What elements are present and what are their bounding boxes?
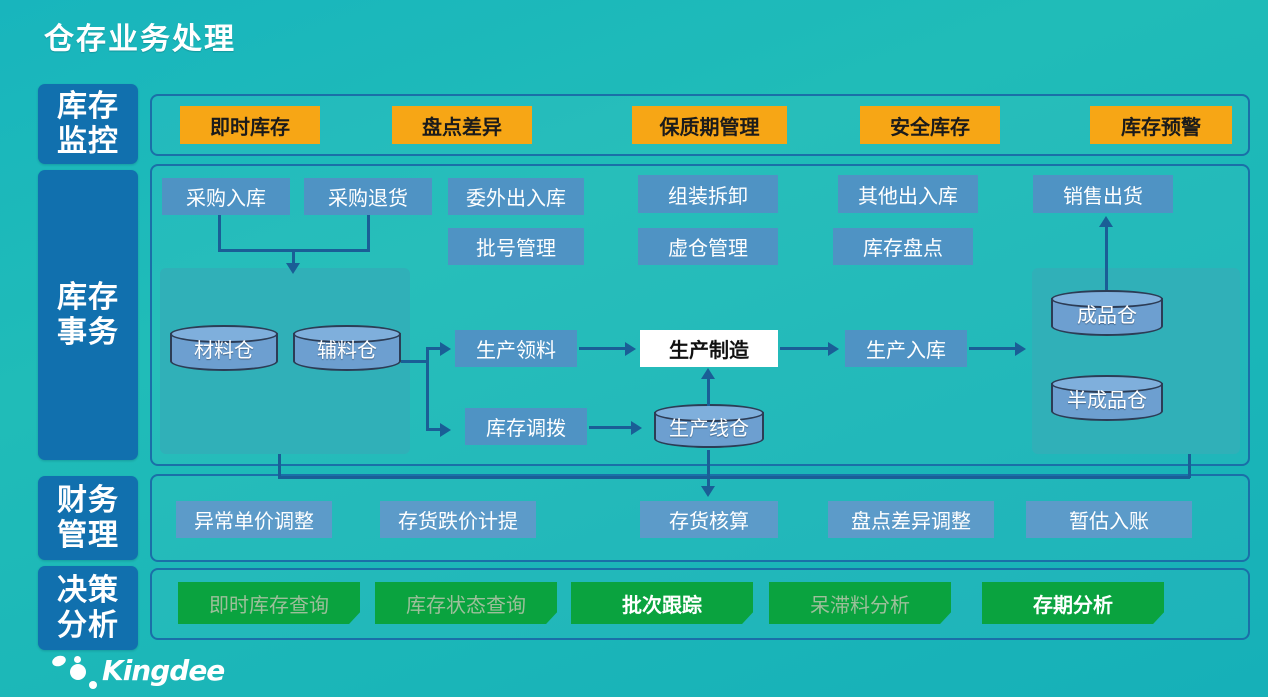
kingdee-dot-2	[70, 664, 86, 680]
connector-purchase-receipt-down	[218, 215, 221, 251]
node-count-variance-adjustment[interactable]: 盘点差异调整	[828, 501, 994, 538]
cylinder-top	[293, 325, 401, 343]
connector-finished-to-sales	[1105, 226, 1108, 290]
cylinder-auxiliary-warehouse[interactable]: 辅料仓	[293, 325, 401, 371]
category-label-line1: 决策	[57, 573, 119, 608]
cylinder-label: 辅料仓	[317, 337, 377, 362]
arrow-into-material-warehouse	[286, 263, 300, 274]
chip-slow-moving-analysis[interactable]: 呆滞料分析	[769, 582, 951, 624]
category-inventory-transaction[interactable]: 库存 事务	[38, 170, 138, 460]
category-label-line1: 库存	[57, 280, 119, 315]
connector-left-down	[278, 454, 281, 478]
arrow-to-inventory-accounting	[701, 486, 715, 497]
connector-accounting-bus	[278, 476, 1190, 479]
node-batch-management[interactable]: 批号管理	[448, 228, 584, 265]
node-other-inout[interactable]: 其他出入库	[838, 175, 978, 213]
category-label-line2: 事务	[57, 315, 119, 350]
cylinder-semi-finished-warehouse[interactable]: 半成品仓	[1051, 375, 1163, 421]
category-finance-management[interactable]: 财务 管理	[38, 476, 138, 560]
connector-transfer-to-line	[589, 426, 633, 429]
node-production-picking[interactable]: 生产领料	[455, 330, 577, 367]
chip-inventory-status-query[interactable]: 库存状态查询	[375, 582, 557, 624]
node-provisional-entry[interactable]: 暂估入账	[1026, 501, 1192, 538]
node-outsourcing-inout[interactable]: 委外出入库	[448, 178, 584, 215]
arrow-to-inventory-transfer	[440, 423, 451, 437]
category-label-line1: 财务	[57, 483, 119, 518]
cylinder-top	[170, 325, 278, 343]
node-instant-inventory[interactable]: 即时库存	[180, 106, 320, 144]
category-inventory-monitor[interactable]: 库存 监控	[38, 84, 138, 164]
category-label-line2: 分析	[57, 608, 119, 643]
page-title: 仓存业务处理	[44, 22, 236, 57]
cylinder-top	[1051, 375, 1163, 393]
connector-warehouse-split	[426, 348, 429, 430]
chip-batch-tracking[interactable]: 批次跟踪	[571, 582, 753, 624]
node-inventory-transfer[interactable]: 库存调拨	[465, 408, 587, 445]
connector-to-picking	[426, 347, 442, 350]
arrow-transfer-to-line	[631, 421, 642, 435]
kingdee-dot-1	[50, 653, 68, 669]
cylinder-top	[1051, 290, 1163, 308]
cylinder-label: 半成品仓	[1067, 387, 1147, 412]
chip-instant-inventory-query[interactable]: 即时库存查询	[178, 582, 360, 624]
decision-analysis-panel	[150, 568, 1250, 640]
node-inventory-count[interactable]: 库存盘点	[833, 228, 973, 265]
kingdee-dot-4	[89, 681, 97, 689]
arrow-manufacturing-to-receipt	[828, 342, 839, 356]
category-label-line2: 监控	[57, 124, 119, 159]
connector-to-transfer	[426, 428, 442, 431]
finance-management-panel	[150, 474, 1250, 562]
node-assembly-disassembly[interactable]: 组装拆卸	[638, 175, 778, 213]
cylinder-material-warehouse[interactable]: 材料仓	[170, 325, 278, 371]
chip-storage-period-analysis[interactable]: 存期分析	[982, 582, 1164, 624]
node-production-manufacturing[interactable]: 生产制造	[640, 330, 778, 367]
cylinder-finished-goods-warehouse[interactable]: 成品仓	[1051, 290, 1163, 336]
node-inventory-accounting[interactable]: 存货核算	[640, 501, 778, 538]
connector-picking-to-manufacturing	[579, 347, 627, 350]
kingdee-wordmark: Kingdee	[102, 654, 225, 687]
cylinder-label: 材料仓	[194, 337, 254, 362]
connector-receipt-to-finished	[969, 347, 1017, 350]
inventory-transaction-panel	[150, 164, 1250, 466]
cylinder-label: 成品仓	[1077, 302, 1137, 327]
arrow-receipt-to-finished	[1015, 342, 1026, 356]
category-decision-analysis[interactable]: 决策 分析	[38, 566, 138, 650]
node-safety-stock[interactable]: 安全库存	[860, 106, 1000, 144]
node-purchase-receipt[interactable]: 采购入库	[162, 178, 290, 215]
node-purchase-return[interactable]: 采购退货	[304, 178, 432, 215]
kingdee-dot-3	[74, 656, 81, 663]
connector-purchase-return-down	[367, 215, 370, 251]
node-stocktaking-variance[interactable]: 盘点差异	[392, 106, 532, 144]
connector-warehouse-out	[401, 360, 429, 363]
kingdee-logo: Kingdee	[40, 650, 250, 694]
inventory-monitor-panel	[150, 94, 1250, 156]
cylinder-label: 生产线仓	[669, 415, 749, 440]
arrow-to-production-picking	[440, 342, 451, 356]
connector-purchase-stem	[292, 249, 295, 265]
connector-line-to-manufacturing	[707, 378, 710, 406]
connector-right-down	[1188, 454, 1191, 478]
node-virtual-warehouse[interactable]: 虚仓管理	[638, 228, 778, 265]
node-inventory-alert[interactable]: 库存预警	[1090, 106, 1232, 144]
node-shelf-life-management[interactable]: 保质期管理	[632, 106, 787, 144]
arrow-line-to-manufacturing	[701, 368, 715, 379]
connector-to-inventory-accounting	[707, 450, 710, 488]
node-inventory-impairment[interactable]: 存货跌价计提	[380, 501, 536, 538]
category-label-line2: 管理	[57, 518, 119, 553]
node-abnormal-price-adjustment[interactable]: 异常单价调整	[176, 501, 332, 538]
node-sales-delivery[interactable]: 销售出货	[1033, 175, 1173, 213]
node-production-receipt[interactable]: 生产入库	[845, 330, 967, 367]
arrow-picking-to-manufacturing	[625, 342, 636, 356]
cylinder-production-line-warehouse[interactable]: 生产线仓	[654, 404, 764, 448]
arrow-finished-to-sales	[1099, 216, 1113, 227]
connector-manufacturing-to-receipt	[780, 347, 830, 350]
category-label-line1: 库存	[57, 89, 119, 124]
